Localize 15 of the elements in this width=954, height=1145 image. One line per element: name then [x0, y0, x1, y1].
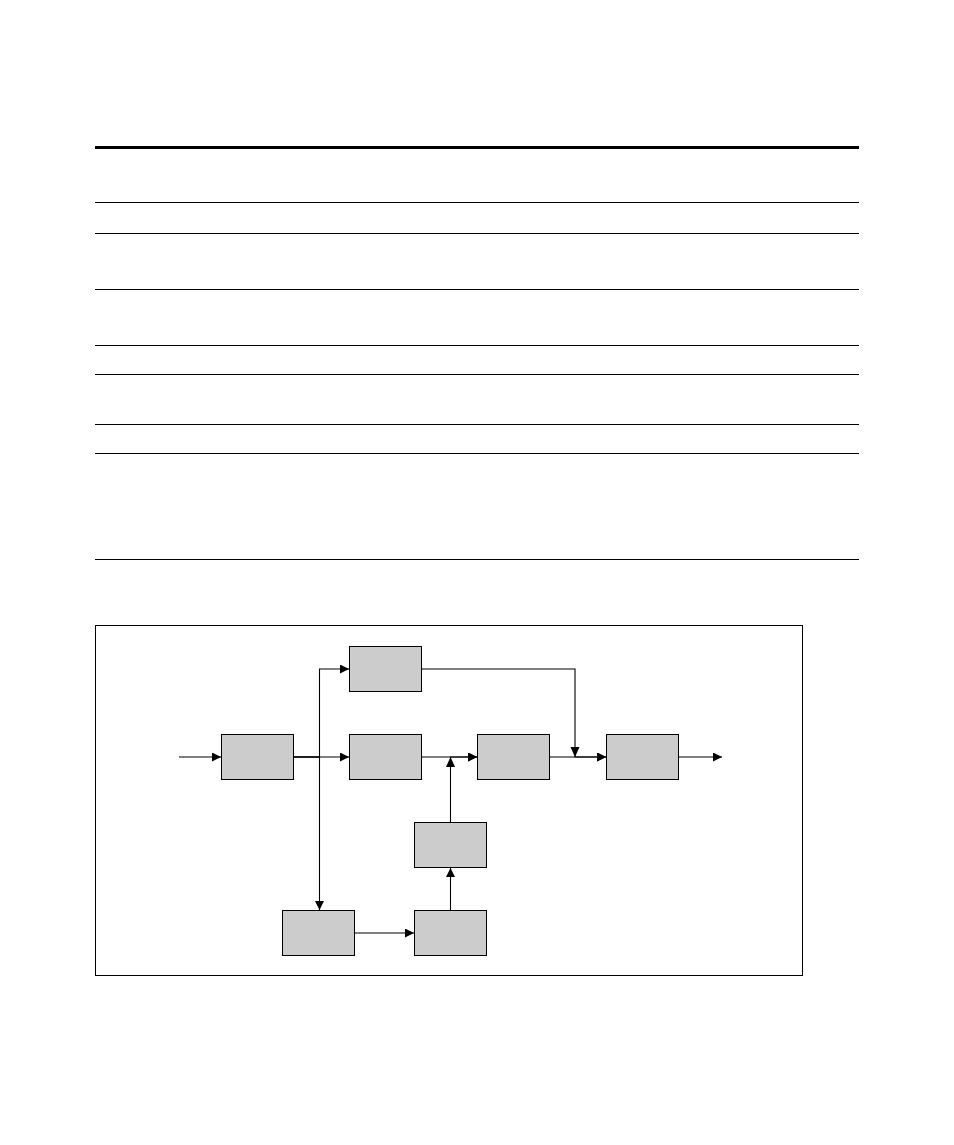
arrow	[178, 752, 222, 762]
process-box	[349, 734, 422, 780]
process-box	[414, 910, 487, 956]
process-box	[349, 646, 422, 692]
arrow	[678, 752, 723, 762]
arrow	[446, 752, 478, 823]
process-box	[282, 910, 355, 956]
arrow	[421, 668, 607, 762]
arrow	[293, 756, 324, 911]
arrow	[446, 867, 455, 911]
process-box	[221, 734, 294, 780]
arrow	[354, 928, 415, 938]
process-box	[477, 734, 550, 780]
process-box	[606, 734, 679, 780]
process-box	[414, 822, 487, 868]
